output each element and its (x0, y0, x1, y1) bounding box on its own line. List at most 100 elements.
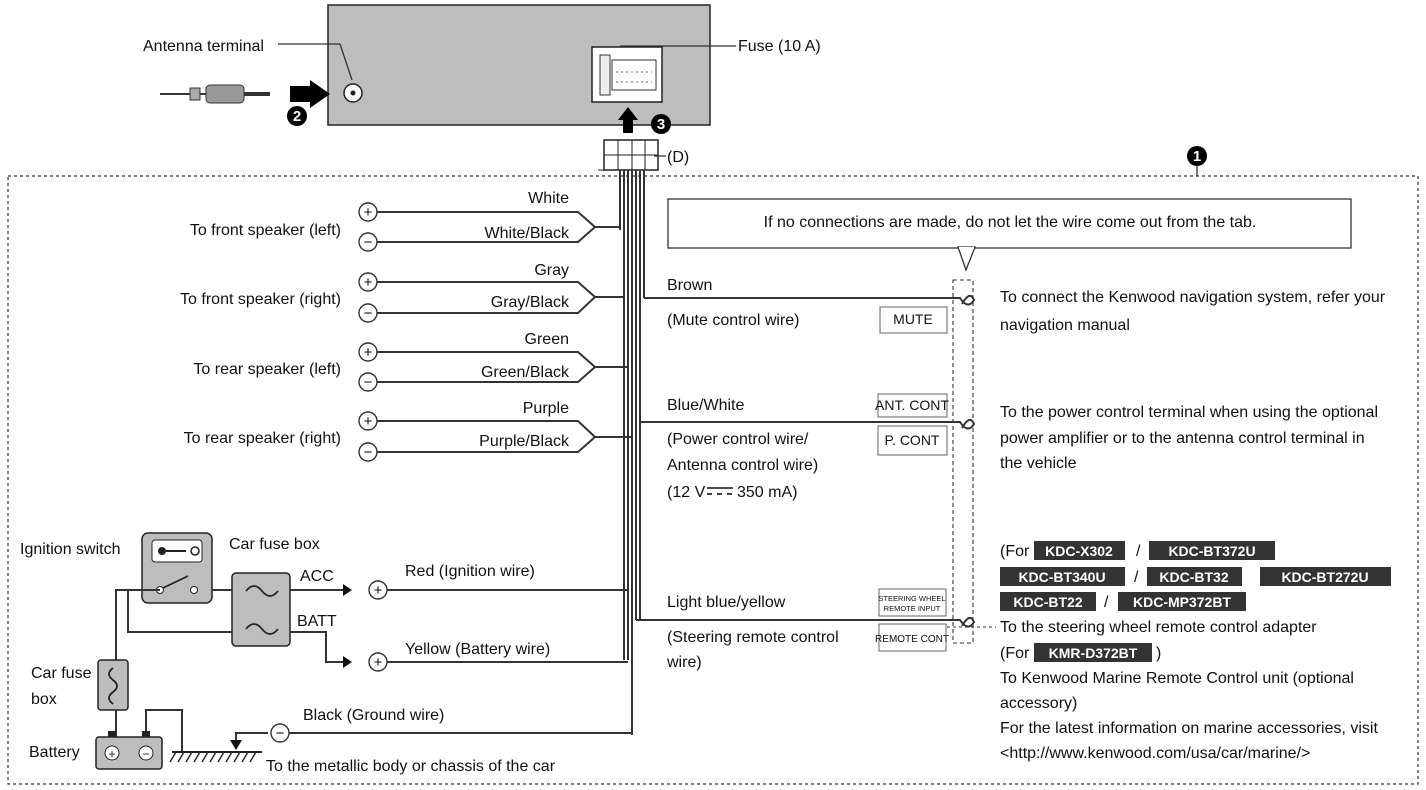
note-callout (667, 198, 1352, 272)
black-wire-label: Black (Ground wire) (303, 707, 444, 724)
brown-wire-desc: (Mute control wire) (667, 312, 799, 329)
harness-frame (7, 175, 1419, 785)
speaker-front-right: To front speaker (right) + − Gray Gray/B… (180, 262, 624, 323)
svg-text:−: − (142, 747, 149, 761)
note-text: If no connections are made, do not let t… (764, 214, 1257, 231)
svg-text:+: + (364, 413, 373, 430)
car-fuse-box-icon (231, 572, 291, 647)
step-3-number: 3 (657, 116, 665, 133)
ground-note-label: To the metallic body or chassis of the c… (266, 758, 556, 775)
speaker-label: To rear speaker (left) (193, 361, 341, 378)
blue-white-target-line3: the vehicle (1000, 455, 1077, 472)
models-block: (For KDC-X302 / KDC-BT372U KDC-BT340U / … (1000, 541, 1391, 762)
model-badge (1147, 567, 1242, 586)
slash-2: / (1134, 569, 1139, 586)
speaker-label: To rear speaker (right) (184, 430, 341, 447)
step-3-badge (651, 114, 671, 134)
slash-3: / (1104, 594, 1109, 611)
for-open-2: (For (1000, 645, 1030, 662)
car-fuse-box-top-label: Car fuse box (229, 536, 320, 553)
yellow-wire-label: Yellow (Battery wire) (405, 641, 550, 658)
speaker-rear-right: To rear speaker (right) + − Purple Purpl… (184, 400, 632, 462)
mute-tag (879, 306, 948, 334)
step-1-badge (1187, 146, 1207, 166)
speaker-front-left: To front speaker (left) + − White White/… (190, 190, 620, 252)
plus-wire-label: Green (525, 331, 569, 348)
model-badge (1034, 541, 1125, 560)
batt-label: BATT (297, 613, 337, 630)
for-open-1: (For (1000, 543, 1030, 560)
red-wire-label: Red (Ignition wire) (405, 563, 535, 580)
model-kdc-bt372u: KDC-BT372U (1168, 543, 1255, 559)
model-kmr-d372bt: KMR-D372BT (1049, 645, 1138, 661)
brown-target-line2: navigation manual (1000, 317, 1130, 334)
svg-text:+: + (374, 582, 383, 599)
arrow-up-icon (618, 107, 638, 133)
svg-text:+: + (364, 344, 373, 361)
remote-cont-tag-text: REMOTE CONT (875, 634, 949, 645)
svg-text:−: − (364, 234, 373, 251)
step-2-badge (287, 106, 307, 126)
svg-text:−: − (364, 305, 373, 322)
light-blue-wire-label: Light blue/yellow (667, 594, 786, 611)
light-blue-desc-line1: (Steering remote control (667, 629, 839, 646)
slash-1: / (1136, 543, 1141, 560)
step-1-number: 1 (1193, 148, 1201, 165)
brown-target-line1: To connect the Kenwood navigation system… (1000, 289, 1386, 306)
model-kdc-bt340u: KDC-BT340U (1018, 569, 1105, 585)
inline-fuse-icon (97, 659, 129, 711)
wire-bundle (619, 170, 645, 735)
svg-text:+: + (364, 274, 373, 291)
ant-cont-tag-text: ANT. CONT (875, 397, 949, 413)
antenna-terminal-label: Antenna terminal (143, 38, 264, 55)
plus-wire-label: Purple (523, 400, 569, 417)
ignition-switch-label: Ignition switch (20, 541, 121, 558)
blue-white-target-line1: To the power control terminal when using… (1000, 404, 1378, 421)
svg-text:−: − (364, 374, 373, 391)
model-kdc-bt272u: KDC-BT272U (1281, 569, 1368, 585)
tab-outline (952, 279, 974, 644)
car-fuse-label-line1: Car fuse (31, 665, 92, 682)
blue-white-desc-line1: (Power control wire/ (667, 431, 809, 448)
minus-wire-label: Purple/Black (479, 433, 570, 450)
p-cont-tag (877, 425, 948, 456)
svg-text:−: − (276, 725, 285, 742)
minus-wire-label: White/Black (485, 225, 570, 242)
battery-label: Battery (29, 744, 80, 761)
model-badge (1000, 592, 1096, 611)
blue-white-desc-line2: Antenna control wire) (667, 457, 818, 474)
model-badge (1260, 567, 1391, 586)
model-kdc-mp372bt: KDC-MP372BT (1133, 594, 1231, 610)
plus-wire-label: Gray (534, 262, 569, 279)
steering-input-tag (878, 588, 947, 617)
fuse-connector-icon (591, 46, 663, 103)
brown-wire-label: Brown (667, 277, 712, 294)
battery-icon: + − (95, 731, 163, 770)
acc-label: ACC (300, 568, 334, 585)
blue-white-target-line2: power amplifier or to the antenna contro… (1000, 430, 1365, 447)
dc-symbol-icon (707, 487, 733, 495)
step-2-number: 2 (293, 108, 301, 125)
model-kdc-x302: KDC-X302 (1045, 543, 1113, 559)
model-kdc-bt32: KDC-BT32 (1159, 569, 1228, 585)
connector-d-label: (D) (667, 149, 689, 166)
blue-white-desc-line3b: 350 mA) (737, 484, 797, 501)
speaker-label: To front speaker (left) (190, 222, 341, 239)
svg-text:−: − (364, 444, 373, 461)
ant-cont-tag (877, 393, 948, 418)
model-badge (1034, 643, 1152, 662)
ignition-switch-icon (141, 532, 213, 604)
speaker-label: To front speaker (right) (180, 291, 341, 308)
svg-text:+: + (374, 654, 383, 671)
speaker-rear-left: To rear speaker (left) + − Green Green/B… (193, 331, 628, 392)
model-badge (1149, 541, 1275, 560)
svg-text:+: + (108, 747, 115, 761)
marine-line1: To Kenwood Marine Remote Control unit (o… (1000, 670, 1354, 687)
p-cont-tag-text: P. CONT (885, 432, 940, 448)
svg-text:+: + (364, 204, 373, 221)
steering-input-tag-line2: REMOTE INPUT (884, 604, 941, 613)
wiring-harness-connector (598, 139, 659, 171)
mute-tag-text: MUTE (893, 311, 933, 327)
minus-wire-label: Gray/Black (491, 294, 570, 311)
